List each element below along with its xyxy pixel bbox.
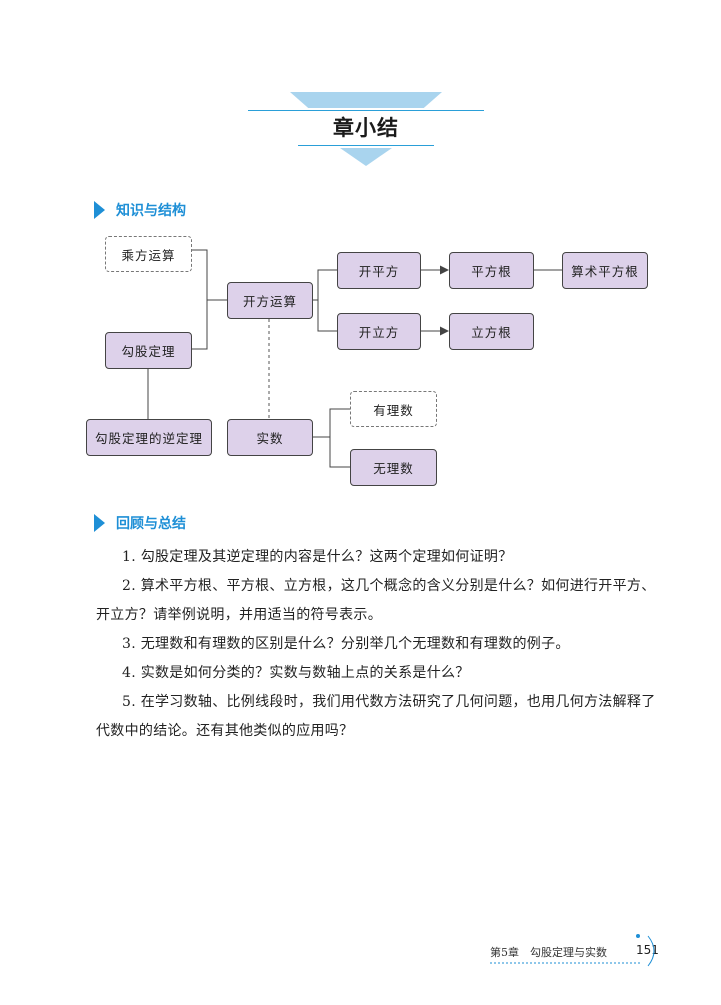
node-real-number: 实数 [227,419,313,456]
node-root-extraction: 开方运算 [227,282,313,319]
title-rule-bottom [298,145,434,146]
footer-chapter-label: 第5章 勾股定理与实数 [490,946,607,959]
chapter-title: 章小结 [333,115,399,140]
review-question-3: 3. 无理数和有理数的区别是什么？分别举几个无理数和有理数的例子。 [122,636,570,652]
review-question-1: 1. 勾股定理及其逆定理的内容是什么？这两个定理如何证明？ [122,549,513,565]
title-rule-top [248,110,484,111]
review-question-5: 5. 在学习数轴、比例线段时，我们用代数方法研究了几何问题，也用几何方法解释了代… [96,694,656,739]
node-irrational-number: 无理数 [350,449,437,486]
section-arrow-icon [94,201,105,219]
node-pythagorean-theorem: 勾股定理 [105,332,192,369]
review-question-2: 2. 算术平方根、平方根、立方根，这几个概念的含义分别是什么？如何进行开平方、开… [96,578,656,623]
node-arithmetic-square-root: 算术平方根 [562,252,648,289]
node-cube-root-operation: 开立方 [337,313,421,350]
node-pythagorean-converse: 勾股定理的逆定理 [86,419,212,456]
review-question-4: 4. 实数是如何分类的？实数与数轴上点的关系是什么？ [122,665,470,681]
section-arrow-icon [94,514,105,532]
node-rational-number: 有理数 [350,391,437,427]
title-banner-top [290,92,442,108]
node-cube-root: 立方根 [449,313,534,350]
node-square-root: 平方根 [449,252,534,289]
section-title-review: 回顾与总结 [116,516,186,532]
node-square-root-operation: 开平方 [337,252,421,289]
footer-decoration [490,934,655,967]
section-title-knowledge: 知识与结构 [116,203,186,219]
node-power-operation: 乘方运算 [105,236,192,272]
